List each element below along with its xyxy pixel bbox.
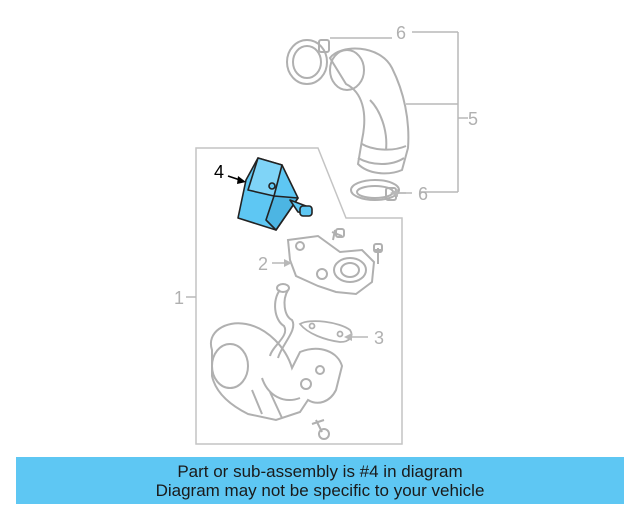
- callout-4-leader: [227, 175, 246, 184]
- callout-6-bottom: 6: [418, 184, 428, 204]
- part-5-air-duct: [328, 47, 410, 175]
- callout-6-top: 6: [396, 23, 406, 43]
- callout-leaders: [186, 189, 406, 341]
- callout-3: 3: [374, 328, 384, 348]
- part-5-leader-lines: [330, 31, 468, 194]
- banner-line-2: Diagram may not be specific to your vehi…: [155, 480, 485, 500]
- parts-diagram: 1 2 3 4 5 6 6: [174, 23, 478, 445]
- callout-5: 5: [468, 109, 478, 129]
- assembly-1-outline: [195, 147, 403, 445]
- part-4-highlighted-component: [237, 157, 313, 231]
- part-2-throttle-body: [286, 228, 383, 296]
- part-3-gasket: [298, 320, 353, 343]
- callout-1: 1: [174, 288, 184, 308]
- part-6-clamp-top: [286, 39, 330, 85]
- part-6-clamp-bottom: [350, 179, 400, 201]
- banner-line-1: Part or sub-assembly is #4 in diagram: [177, 461, 463, 481]
- callout-4: 4: [214, 162, 224, 182]
- callout-2: 2: [258, 254, 268, 274]
- info-banner: Part or sub-assembly is #4 in diagram Di…: [16, 457, 624, 504]
- part-1-housing: [209, 283, 344, 440]
